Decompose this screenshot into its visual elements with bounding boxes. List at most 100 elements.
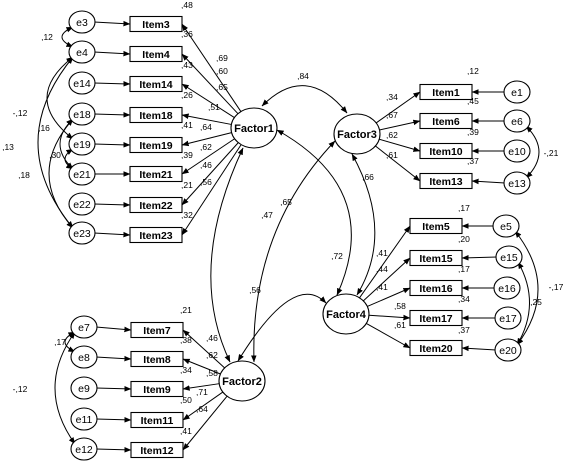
item-label: Item23 <box>139 230 172 242</box>
error-path-e18 <box>93 112 131 118</box>
error-label: e20 <box>499 345 517 357</box>
loading-item17: ,58 <box>394 301 406 311</box>
error-covariance-label-e7-e12: -,12 <box>13 384 28 394</box>
error-path-e3 <box>93 20 131 27</box>
loading-item18: ,51 <box>208 102 220 112</box>
item-box-item8 <box>130 350 184 368</box>
loading-item6: ,67 <box>386 110 398 120</box>
loading-item21: ,62 <box>200 142 212 152</box>
factor-correlation-label-f2-f4: ,56 <box>249 285 261 295</box>
error-label: e1 <box>511 87 523 99</box>
loading-path-item17 <box>368 314 411 321</box>
loading-path-item16 <box>367 287 411 307</box>
item-box-item3 <box>129 15 183 33</box>
item-label: Item3 <box>142 19 170 31</box>
item-box-item17 <box>409 309 463 327</box>
error-label: e4 <box>76 47 88 59</box>
loading-path-item23 <box>181 144 242 236</box>
loading-item4: ,60 <box>216 66 228 76</box>
r-squared-item9: ,34 <box>180 365 192 375</box>
error-node-e17 <box>494 306 522 330</box>
error-node-e18 <box>68 102 96 126</box>
error-covariance-label-e18-e23: ,18 <box>18 170 30 180</box>
factor-correlation-f3-f2 <box>251 140 336 363</box>
loading-item11: ,71 <box>196 387 208 397</box>
factor-label: Factor4 <box>326 309 367 321</box>
factor-label: Factor1 <box>234 123 274 135</box>
error-path-e4 <box>93 50 131 57</box>
factor-correlation-f1-f2 <box>210 147 244 363</box>
factor-label: Factor2 <box>222 376 262 388</box>
loading-path-item21 <box>181 138 235 175</box>
loading-item8: ,62 <box>206 350 218 360</box>
error-node-e10 <box>503 139 531 163</box>
error-node-e9 <box>70 376 98 400</box>
error-label: e5 <box>500 221 512 233</box>
error-label: e23 <box>73 228 91 240</box>
item-label: Item18 <box>139 110 172 122</box>
error-node-e23 <box>68 221 96 245</box>
r-squared-item17: ,34 <box>458 294 470 304</box>
loading-path-item8 <box>182 358 221 375</box>
coefficients-layer: ,84,72,47,66,65,56,48,69,36,60,43,65,26,… <box>2 0 564 436</box>
error-label: e13 <box>508 178 526 190</box>
error-path-e9 <box>95 386 132 392</box>
item-label: Item11 <box>141 415 174 427</box>
error-path-e20 <box>461 345 497 352</box>
item-label: Item17 <box>419 313 452 325</box>
error-node-e14 <box>68 71 96 95</box>
error-covariance-label-e5-e20: -,17 <box>549 282 564 292</box>
error-path-e12 <box>95 447 132 453</box>
error-node-e11 <box>70 407 98 431</box>
loading-path-item22 <box>181 142 239 206</box>
error-covariance-label-e6-e13: -,21 <box>544 148 559 158</box>
factor-correlation-label-f3-f2: ,65 <box>280 197 292 207</box>
r-squared-item7: ,21 <box>180 305 192 315</box>
loading-path-item6 <box>379 119 421 131</box>
item-label: Item1 <box>432 87 460 99</box>
paths-layer <box>37 20 540 453</box>
loading-path-item9 <box>182 383 220 391</box>
item-label: Item9 <box>143 384 171 396</box>
loading-item19: ,64 <box>200 122 212 132</box>
error-node-e22 <box>68 192 96 216</box>
error-covariance-label-e4-e23: ,13 <box>2 142 14 152</box>
item-label: Item19 <box>139 140 172 152</box>
error-node-e4 <box>68 40 96 64</box>
error-path-e22 <box>93 202 131 208</box>
r-squared-item10: ,39 <box>467 127 479 137</box>
error-node-e6 <box>503 109 531 133</box>
item-box-item19 <box>129 136 183 154</box>
factor-label: Factor3 <box>337 129 377 141</box>
error-label: e11 <box>76 414 93 426</box>
error-node-e16 <box>493 276 521 300</box>
error-node-e19 <box>68 132 96 156</box>
loading-path-item10 <box>379 138 421 152</box>
factor-node-factor1 <box>230 107 278 149</box>
loading-path-item4 <box>181 53 239 115</box>
loading-path-item19 <box>181 132 232 147</box>
item-label: Item16 <box>419 283 452 295</box>
loading-item5: ,41 <box>376 248 388 258</box>
item-box-item10 <box>419 142 473 160</box>
r-squared-item6: ,45 <box>467 96 479 106</box>
item-box-item18 <box>129 106 183 124</box>
error-path-e19 <box>93 142 131 148</box>
loading-path-item18 <box>181 113 232 125</box>
loading-path-item5 <box>359 225 411 299</box>
item-box-item23 <box>129 226 183 244</box>
error-node-e3 <box>68 10 96 34</box>
error-label: e22 <box>73 199 91 211</box>
factor-correlation-f3-f4 <box>351 153 376 296</box>
r-squared-item4: ,36 <box>181 29 193 39</box>
factor-node-factor3 <box>333 113 381 155</box>
r-squared-item22: ,21 <box>181 180 193 190</box>
item-box-item22 <box>129 196 183 214</box>
error-covariance-e15-e20 <box>516 261 530 346</box>
error-label: e21 <box>73 169 91 181</box>
error-node-e12 <box>70 437 98 461</box>
item-label: Item14 <box>139 79 172 91</box>
r-squared-item13: ,37 <box>467 156 479 166</box>
r-squared-item15: ,20 <box>458 234 470 244</box>
r-squared-item8: ,38 <box>180 335 192 345</box>
